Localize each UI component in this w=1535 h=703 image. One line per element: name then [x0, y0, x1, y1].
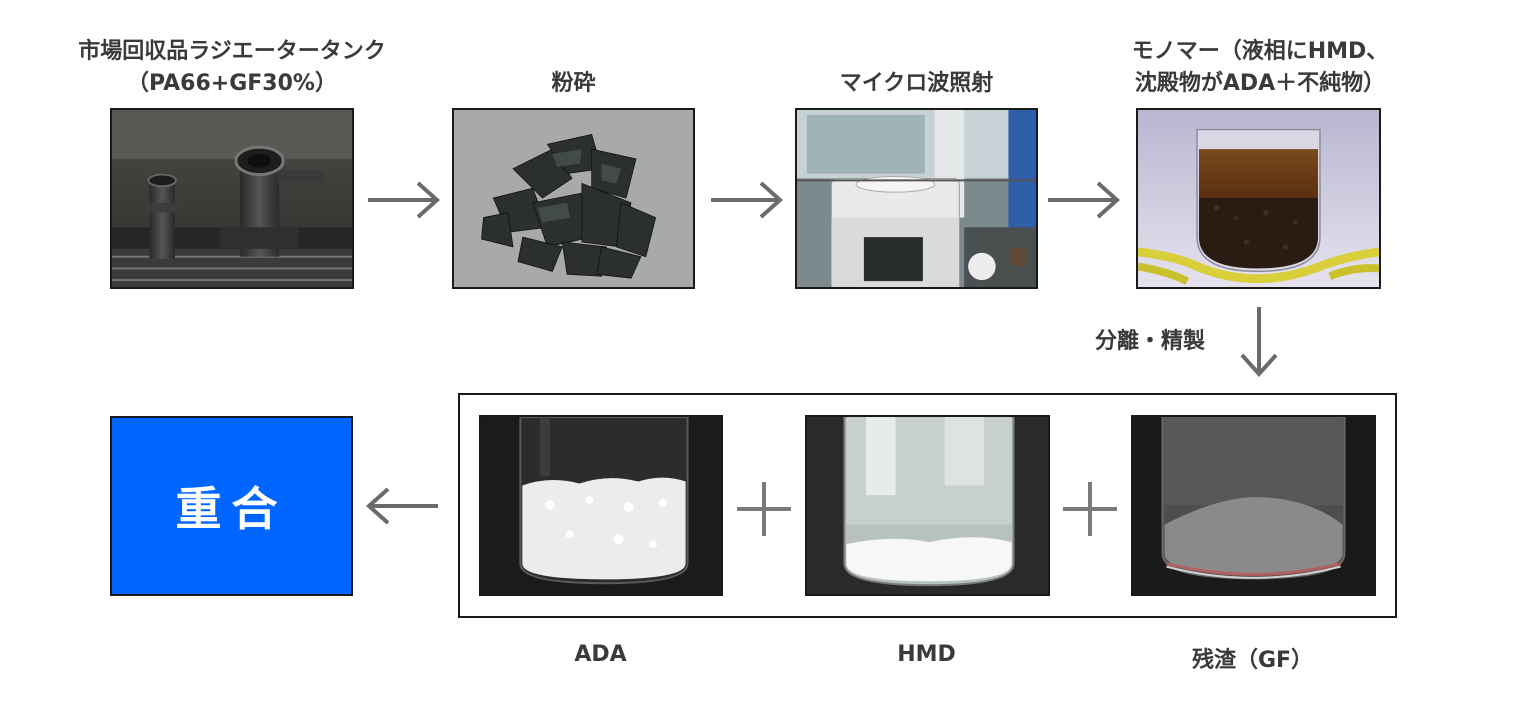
polymerization-box: 重合 [110, 416, 353, 596]
arrow-right-3 [1046, 180, 1120, 220]
products-frame [458, 393, 1397, 618]
radiator-tank-photo [110, 108, 354, 289]
step-label-monomer: モノマー（液相にHMD、 沈殿物がADA＋不純物） [1131, 39, 1389, 96]
step-label-radiator: 市場回収品ラジエータータンク （PA66+GF30%） [78, 39, 386, 96]
plus-sign-2 [1061, 480, 1119, 542]
ada-powder-vial-photo [479, 415, 723, 596]
monomer-vessel-photo [1136, 108, 1381, 289]
hmd-vial-photo [805, 415, 1050, 596]
arrow-right-1 [366, 180, 440, 220]
polymerization-label: 重合 [175, 482, 288, 536]
product-label-ada: ADA [574, 642, 627, 667]
step-label-crush: 粉砕 [551, 71, 596, 96]
crushed-pieces-photo [452, 108, 695, 289]
product-label-gf: 残渣（GF） [1191, 648, 1314, 673]
arrow-down [1239, 305, 1279, 379]
product-label-hmd: HMD [897, 642, 956, 667]
plus-sign-1 [735, 480, 793, 542]
separation-label: 分離・精製 [1094, 329, 1205, 354]
arrow-right-2 [709, 180, 783, 220]
step-label-microwave: マイクロ波照射 [839, 71, 994, 96]
gf-residue-vial-photo [1131, 415, 1376, 596]
microwave-reactor-photo [795, 108, 1038, 289]
arrow-left [366, 486, 440, 526]
